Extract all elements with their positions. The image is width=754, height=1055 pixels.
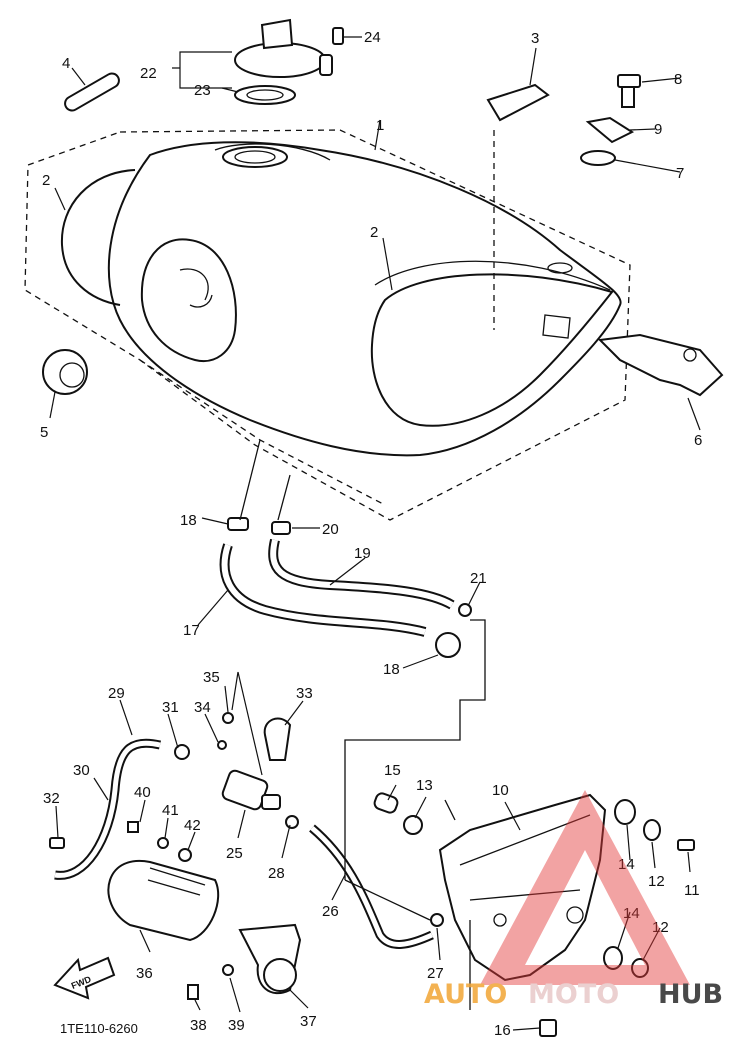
bolt-washer-parts (580, 74, 641, 166)
callout: 22 (140, 65, 157, 82)
callout: 1 (376, 117, 384, 134)
callout: 16 (494, 1022, 511, 1039)
watermark-text-hub: HUB (658, 979, 723, 1010)
callout: 24 (364, 29, 381, 46)
callout: 36 (136, 965, 153, 982)
bracket-part-6 (597, 333, 724, 397)
filler-cap-part (234, 18, 344, 105)
callout: 27 (427, 965, 444, 982)
callout-labels: 1 2 2 3 4 5 6 7 8 9 10 11 12 12 13 14 14… (40, 29, 702, 1039)
watermark-text-auto: AUTO (424, 979, 507, 1010)
vent-hose (49, 738, 162, 880)
callout: 25 (226, 845, 243, 862)
callout: 23 (194, 82, 211, 99)
small-fasteners (127, 821, 192, 862)
callout: 35 (203, 669, 220, 686)
callout: 4 (62, 55, 70, 72)
bracket-part-37 (187, 923, 302, 1000)
callout: 18 (180, 512, 197, 529)
callout: 41 (162, 802, 179, 819)
callout: 5 (40, 424, 48, 441)
fuel-hoses (219, 538, 455, 637)
callout: 17 (183, 622, 200, 639)
callout: 28 (268, 865, 285, 882)
fuel-filter-part (174, 712, 299, 829)
seal-ring-left (60, 169, 136, 306)
cap-part (42, 349, 88, 395)
callout: 3 (531, 30, 539, 47)
callout: 29 (108, 685, 125, 702)
cover-part-36 (107, 860, 220, 942)
grommet-washer-parts (539, 799, 695, 1037)
callout: 14 (623, 905, 640, 922)
callout: 7 (676, 165, 684, 182)
fuel-hose-26 (309, 824, 444, 949)
callout: 33 (296, 685, 313, 702)
callout: 40 (134, 784, 151, 801)
callout: 13 (416, 777, 433, 794)
callout: 37 (300, 1013, 317, 1030)
automotohub-watermark: AUTO MOTO HUB (424, 790, 723, 1010)
bracket-part-10 (438, 793, 607, 982)
callout: 9 (654, 121, 662, 138)
callout: 15 (384, 762, 401, 779)
callout: 34 (194, 699, 211, 716)
part-code-label: 1TE110-6260 (60, 1021, 138, 1036)
strap-part (64, 72, 120, 112)
callout: 26 (322, 903, 339, 920)
callout: 12 (648, 873, 665, 890)
watermark-text-moto: MOTO (528, 979, 619, 1010)
reference-lines (239, 130, 495, 1010)
watermark-triangle-icon (480, 790, 690, 985)
callout: 39 (228, 1017, 245, 1034)
callout: 8 (674, 71, 682, 88)
callout: 21 (470, 570, 487, 587)
callout: 19 (354, 545, 371, 562)
callout: 42 (184, 817, 201, 834)
callout: 6 (694, 432, 702, 449)
emblem-part (486, 83, 550, 122)
leader-lines (49, 36, 701, 1031)
forward-arrow-icon: FWD (53, 956, 116, 1000)
tank-assembly-outline (24, 129, 631, 521)
callout: 2 (370, 224, 378, 241)
callout: 18 (383, 661, 400, 678)
callout: 10 (492, 782, 509, 799)
callout: 11 (684, 882, 700, 899)
callout: 30 (73, 762, 90, 779)
callout: 32 (43, 790, 60, 807)
rubber-mount-parts (373, 792, 423, 835)
callout: 12 (652, 919, 669, 936)
callout: 2 (42, 172, 50, 189)
callout: 38 (190, 1017, 207, 1034)
callout: 31 (162, 699, 179, 716)
callout: 20 (322, 521, 339, 538)
callout: 14 (618, 856, 635, 873)
fuel-tank (107, 141, 622, 457)
